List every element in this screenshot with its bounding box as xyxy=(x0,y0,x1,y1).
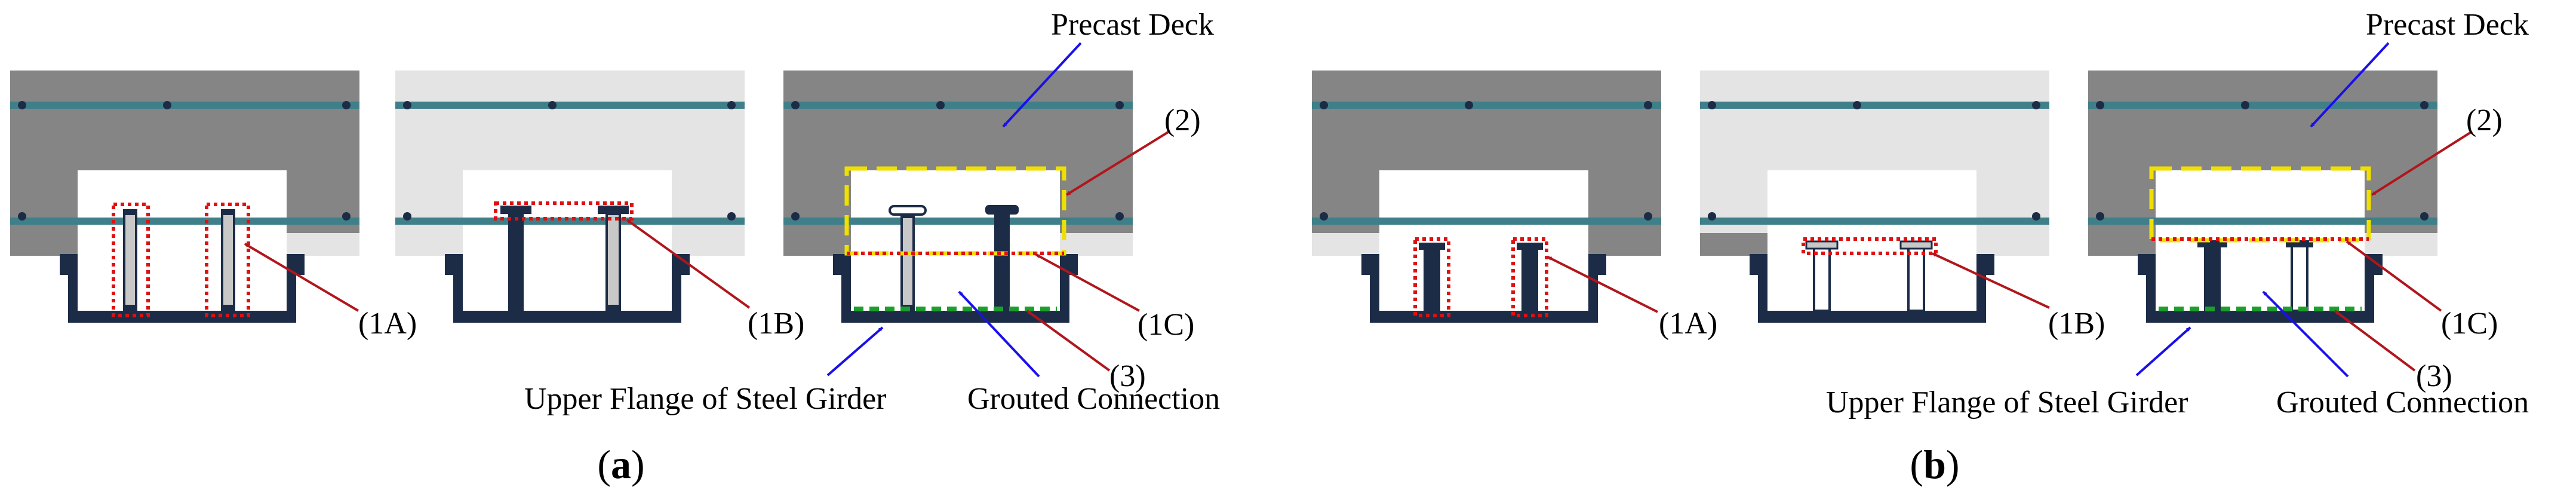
precast-deck-slab xyxy=(783,71,1133,256)
region-2-box xyxy=(2149,166,2371,243)
region-1a-box-right xyxy=(1511,237,1548,317)
rebar-dots xyxy=(2096,101,2429,221)
light-gap xyxy=(1312,233,1379,256)
region-1a-box-right xyxy=(205,203,250,317)
label-precast-deck: Precast Deck xyxy=(2366,8,2529,42)
arrow-1b xyxy=(1932,252,2050,309)
panel-b-sketch-1a: (1A) xyxy=(1312,71,1717,341)
precast-deck-slab xyxy=(2088,71,2437,256)
region-1b-box xyxy=(494,201,634,221)
label-precast-deck: Precast Deck xyxy=(1051,8,1214,42)
steel-girder-flange xyxy=(2138,254,2383,323)
arrow-1a xyxy=(1547,256,1658,313)
panel-b-sketch-1b: (1B) xyxy=(1700,71,2105,341)
label-2: (2) xyxy=(2466,103,2503,137)
precast-deck-slab xyxy=(1700,71,2049,256)
label-1c: (1C) xyxy=(2441,307,2498,341)
arrow-2 xyxy=(1065,130,1170,196)
arrow-precast-deck xyxy=(1002,42,1082,128)
label-upper-flange: Upper Flange of Steel Girder xyxy=(1826,385,2188,420)
region-1a-box-left xyxy=(1413,237,1450,317)
caption-a: (a) xyxy=(597,442,644,487)
shear-studs xyxy=(123,209,235,311)
label-1a: (1A) xyxy=(358,307,417,341)
arrow-3 xyxy=(1026,310,1111,372)
region-1b-box xyxy=(1802,237,1938,255)
precast-deck-slab xyxy=(395,71,745,256)
light-gap xyxy=(1060,233,1133,256)
arrow-1c xyxy=(2346,240,2442,312)
arrow-1c xyxy=(1035,253,1140,312)
label-1c: (1C) xyxy=(1138,308,1194,342)
steel-girder-flange xyxy=(445,254,690,323)
caption-b: (b) xyxy=(1910,442,1959,487)
arrow-upper-flange xyxy=(826,326,884,376)
label-1b: (1B) xyxy=(748,307,804,341)
arrow-grouted-connection xyxy=(2262,290,2349,378)
panel-a-sketch-1a: (1A) xyxy=(10,71,417,341)
label-grouted-connection: Grouted Connection xyxy=(967,382,1220,416)
label-1b: (1B) xyxy=(2048,307,2105,341)
shear-studs xyxy=(2197,240,2313,312)
arrow-1a xyxy=(244,243,359,312)
label-upper-flange: Upper Flange of Steel Girder xyxy=(524,382,886,416)
shear-studs xyxy=(1805,240,1933,312)
shear-studs xyxy=(500,206,629,311)
dark-gap xyxy=(1700,233,1767,256)
steel-girder-flange xyxy=(1750,254,1994,323)
rebar-dots xyxy=(403,101,736,221)
rebar-dots xyxy=(18,101,351,221)
panel-b: (1A) (1B) xyxy=(1312,8,2529,487)
arrow-3 xyxy=(2334,310,2416,372)
arrow-upper-flange xyxy=(2135,326,2191,376)
steel-girder-flange xyxy=(1361,254,1606,323)
arrow-precast-deck xyxy=(2310,42,2390,128)
arrow-2 xyxy=(2371,130,2473,196)
panel-b-sketch-1c: Precast Deck (2) (1C) (3) Upper Flange o… xyxy=(1826,8,2529,420)
steel-girder-flange xyxy=(833,254,1078,323)
rebar-dots xyxy=(791,101,1124,221)
rebar-dots xyxy=(1320,101,1652,221)
shear-studs xyxy=(889,205,1019,311)
rebar-dots xyxy=(1708,101,2040,221)
shear-studs xyxy=(1419,243,1543,311)
panel-a: (1A) (1B) xyxy=(10,8,1220,487)
light-gap xyxy=(287,233,359,256)
label-grouted-connection: Grouted Connection xyxy=(2276,385,2529,420)
arrow-grouted-connection xyxy=(958,290,1040,378)
label-1a: (1A) xyxy=(1659,307,1717,341)
light-gap xyxy=(2365,233,2437,256)
label-3: (3) xyxy=(2416,359,2452,393)
region-2-box xyxy=(844,166,1066,256)
steel-girder-flange xyxy=(60,254,305,323)
arrow-1b xyxy=(626,219,751,309)
label-3: (3) xyxy=(1109,359,1146,393)
precast-deck-slab xyxy=(1312,71,1661,256)
label-2: (2) xyxy=(1164,103,1201,137)
precast-deck-slab xyxy=(10,71,359,256)
region-1a-box-left xyxy=(112,203,150,317)
panel-a-sketch-1b: (1B) xyxy=(395,71,804,341)
panel-a-sketch-1c: Precast Deck (2) (1C) (3) Upper Flange o… xyxy=(524,8,1220,416)
